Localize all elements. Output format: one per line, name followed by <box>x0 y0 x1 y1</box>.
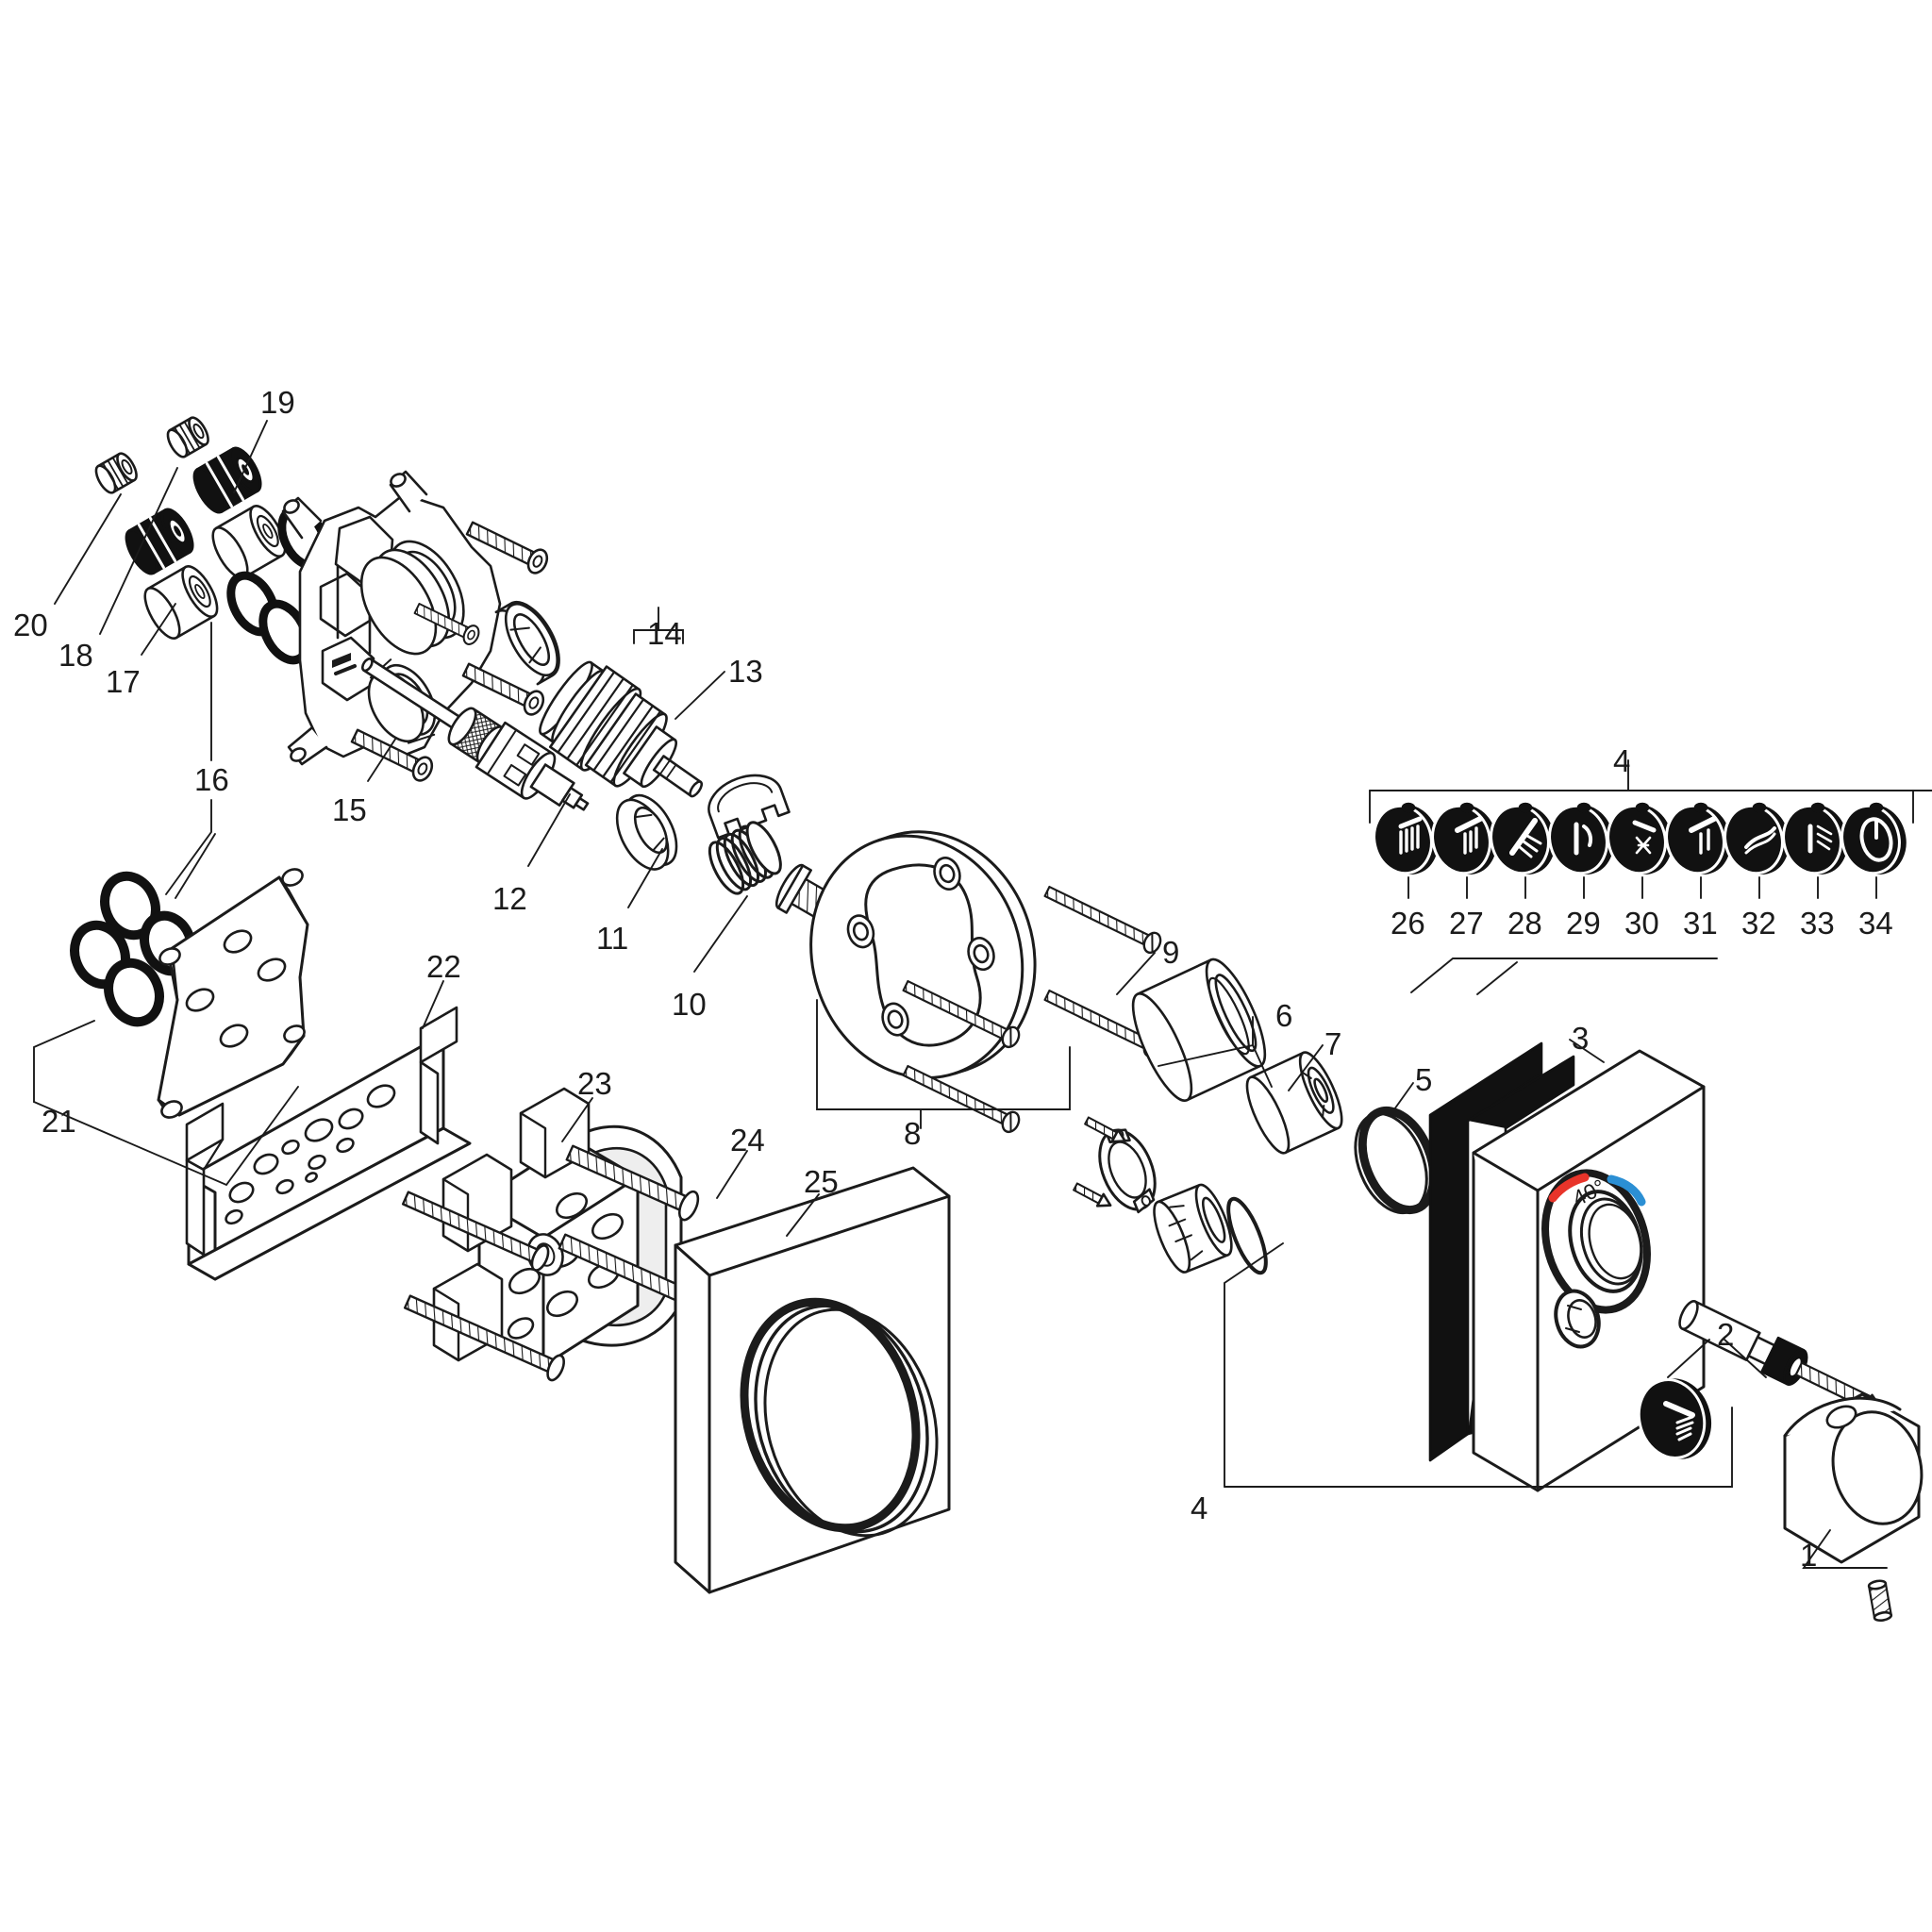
part-square-trim-plate <box>1428 1041 1711 1492</box>
callout-5: 5 <box>1415 1062 1433 1097</box>
callout-18: 18 <box>58 638 93 673</box>
callout-33: 33 <box>1800 906 1835 941</box>
part-spring <box>708 821 782 895</box>
callout-23: 23 <box>577 1066 612 1101</box>
part-half-shell-clip <box>708 774 791 840</box>
callout-29: 29 <box>1566 906 1601 941</box>
callout-7: 7 <box>1324 1026 1342 1061</box>
callout-12: 12 <box>492 881 527 916</box>
callout-10: 10 <box>672 987 707 1022</box>
callout-25: 25 <box>804 1164 839 1199</box>
part-valve-body <box>281 470 552 785</box>
part-square-escutcheon <box>674 1166 951 1594</box>
callout-17: 17 <box>106 664 141 699</box>
callout-24: 24 <box>730 1123 765 1158</box>
part-o-ring-5 <box>1354 1106 1439 1215</box>
callout-4-bottom: 4 <box>1191 1491 1208 1525</box>
callout-32: 32 <box>1741 906 1776 941</box>
callout-34: 34 <box>1858 906 1893 941</box>
leader-lines <box>33 420 1932 1569</box>
callout-31: 31 <box>1683 906 1718 941</box>
fixing-screw-1 <box>565 1144 700 1222</box>
part-handle <box>1783 1392 1924 1564</box>
part-clip-ring <box>494 601 560 686</box>
callout-9: 9 <box>1162 935 1180 970</box>
part-drilling-template <box>185 1006 472 1281</box>
fixing-screw-3 <box>401 1191 550 1272</box>
callout-2: 2 <box>1717 1317 1735 1352</box>
part-stop-ring <box>615 793 678 871</box>
callout-13: 13 <box>728 654 763 689</box>
callout-30: 30 <box>1624 906 1659 941</box>
mounting-screw-9a <box>1041 880 1165 958</box>
callout-6: 6 <box>1275 998 1293 1033</box>
callout-4-top: 4 <box>1613 743 1631 778</box>
part-mounting-plate-21 <box>157 868 309 1119</box>
callout-27: 27 <box>1449 906 1484 941</box>
fixing-screw-4 <box>403 1294 565 1382</box>
callout-22: 22 <box>426 949 461 984</box>
callout-8: 8 <box>904 1116 922 1151</box>
callout-11: 11 <box>596 921 629 956</box>
callout-1: 1 <box>1800 1538 1818 1573</box>
part-thermostatic-cartridge <box>539 660 704 798</box>
callout-16: 16 <box>194 762 229 797</box>
callout-15: 15 <box>332 792 367 827</box>
part-shutoff-cartridge <box>360 658 590 811</box>
callout-21: 21 <box>42 1104 76 1139</box>
callout-26: 26 <box>1391 906 1425 941</box>
callout-3: 3 <box>1572 1021 1590 1056</box>
part-extension-sleeve <box>1131 958 1267 1103</box>
part-set-screw <box>1867 1579 1893 1623</box>
callout-14: 14 <box>647 616 682 651</box>
part-extension-adapter <box>1245 1051 1343 1155</box>
part-clamp-rings <box>1073 1116 1268 1275</box>
part-round-flange <box>809 830 1037 1080</box>
callout-19: 19 <box>260 385 295 420</box>
symbol-button-row <box>1373 802 1907 875</box>
callout-20: 20 <box>13 608 48 642</box>
callout-28: 28 <box>1507 906 1542 941</box>
